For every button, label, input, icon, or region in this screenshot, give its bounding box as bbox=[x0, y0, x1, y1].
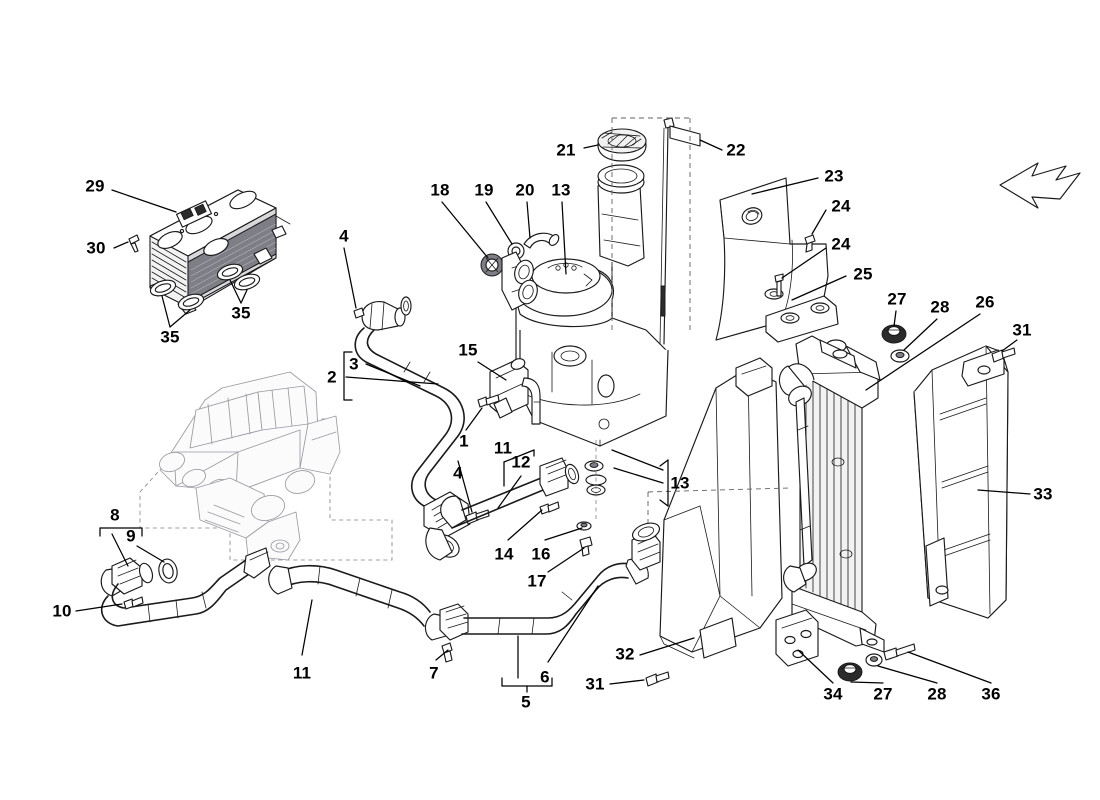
hex-bolt-36 bbox=[883, 643, 916, 661]
sealing-plug-18 bbox=[480, 253, 504, 277]
callout-27-top: 27 bbox=[887, 289, 907, 309]
hex-bolt-10 bbox=[123, 596, 144, 610]
hose-group-2-3 bbox=[343, 247, 490, 561]
engine-reference-ghost bbox=[139, 371, 393, 561]
hex-bolt-1 bbox=[477, 394, 500, 408]
callout-36: 36 bbox=[981, 684, 1001, 704]
hex-bolt-14 bbox=[539, 501, 560, 515]
callout-4-b: 4 bbox=[453, 463, 463, 483]
callout-23: 23 bbox=[824, 166, 844, 186]
callout-32: 32 bbox=[615, 644, 635, 664]
callout-25: 25 bbox=[853, 264, 873, 284]
callout-15: 15 bbox=[458, 340, 478, 360]
callout-19: 19 bbox=[474, 180, 494, 200]
callout-6: 6 bbox=[540, 667, 550, 687]
filler-cap-21 bbox=[597, 128, 647, 162]
callout-35-right: 35 bbox=[231, 303, 251, 323]
seal-rings-35-left bbox=[149, 279, 205, 311]
callout-21: 21 bbox=[556, 140, 576, 160]
callout-28-bottom: 28 bbox=[927, 684, 947, 704]
hex-bolt-31-bottom bbox=[645, 671, 670, 687]
hex-bolt-31-top bbox=[991, 347, 1016, 363]
callout-31-top: 31 bbox=[1012, 320, 1032, 340]
callout-8: 8 bbox=[110, 505, 120, 525]
callout-10: 10 bbox=[52, 601, 72, 621]
hex-bolt-7 bbox=[441, 642, 453, 663]
callout-31-bottom: 31 bbox=[585, 674, 605, 694]
callout-27-bottom: 27 bbox=[873, 684, 893, 704]
lower-hose-8-9-10-11 bbox=[75, 527, 431, 656]
callout-18: 18 bbox=[430, 180, 450, 200]
air-duct-lower-32 bbox=[609, 357, 791, 687]
callout-2: 2 bbox=[327, 367, 337, 387]
expanding-rivet-24-b bbox=[774, 273, 784, 297]
callout-13-right: 13 bbox=[670, 473, 690, 493]
rubber-bush-27-bottom bbox=[837, 662, 863, 682]
callout-13-tank: 13 bbox=[551, 180, 571, 200]
callout-24-b: 24 bbox=[831, 234, 851, 254]
washer-28-top bbox=[890, 349, 910, 363]
callout-9: 9 bbox=[126, 526, 136, 546]
radiator-mount-bracket-34 bbox=[775, 609, 992, 684]
callout-20: 20 bbox=[515, 180, 535, 200]
callout-26: 26 bbox=[975, 292, 995, 312]
washer-28-bottom bbox=[865, 653, 883, 667]
callout-33: 33 bbox=[1033, 484, 1053, 504]
oil-cooler-assembly bbox=[111, 189, 291, 328]
expanding-rivet-24-a bbox=[804, 234, 816, 253]
callout-1: 1 bbox=[459, 431, 469, 451]
callout-16: 16 bbox=[531, 544, 551, 564]
callout-4-a: 4 bbox=[339, 226, 349, 246]
driving-direction-arrow bbox=[999, 162, 1081, 209]
temperature-sensor-15 bbox=[465, 358, 541, 431]
callout-3: 3 bbox=[349, 354, 359, 374]
callout-12: 12 bbox=[511, 452, 531, 472]
callout-28-top: 28 bbox=[930, 297, 950, 317]
air-duct-upper-23 bbox=[715, 177, 847, 343]
coolant-pipe-11-12 bbox=[440, 440, 669, 573]
dipstick-22 bbox=[659, 117, 701, 345]
bleeder-screw-17 bbox=[579, 536, 593, 557]
callout-34: 34 bbox=[823, 684, 843, 704]
seal-rings-35-right bbox=[216, 263, 261, 291]
callout-7: 7 bbox=[429, 663, 439, 683]
hose-clamp-4a bbox=[353, 307, 365, 319]
oil-cooler-bolt-30 bbox=[128, 234, 140, 253]
callout-5: 5 bbox=[521, 692, 531, 712]
air-guide-33 bbox=[913, 339, 1031, 619]
callout-22: 22 bbox=[726, 140, 746, 160]
callout-11-a: 11 bbox=[493, 438, 513, 458]
rubber-bush-27-top bbox=[881, 324, 907, 344]
callout-11-b: 11 bbox=[292, 663, 312, 683]
radiator-26 bbox=[778, 310, 981, 653]
callout-35-left: 35 bbox=[160, 327, 180, 347]
callout-17: 17 bbox=[527, 571, 547, 591]
callout-30: 30 bbox=[86, 238, 106, 258]
lower-hose-5-6-7 bbox=[424, 522, 661, 693]
connector-pipe-20 bbox=[523, 232, 560, 249]
callout-29: 29 bbox=[85, 176, 105, 196]
callout-24-a: 24 bbox=[831, 196, 851, 216]
expansion-tank-assembly bbox=[441, 117, 723, 447]
callout-14: 14 bbox=[494, 544, 514, 564]
o-ring-9 bbox=[158, 558, 178, 584]
